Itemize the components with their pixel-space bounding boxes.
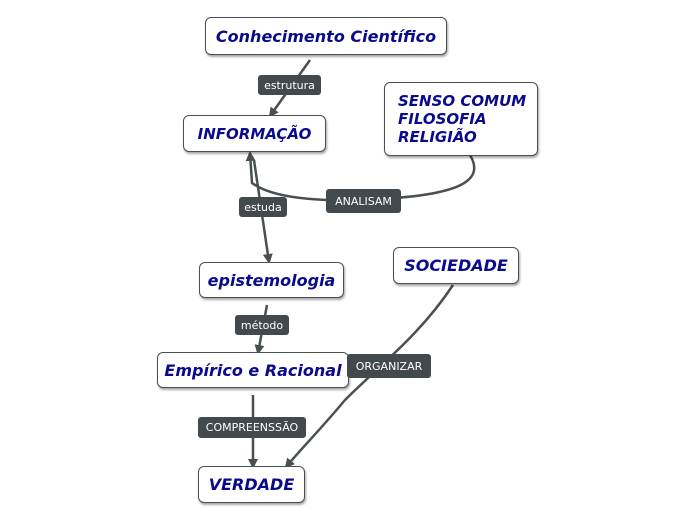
label-organizar: ORGANIZAR — [347, 354, 431, 378]
label-estuda: estuda — [239, 197, 287, 217]
node-epistemologia[interactable]: epistemologia — [199, 262, 344, 298]
node-informacao[interactable]: INFORMAÇÃO — [183, 115, 326, 152]
node-empirico-e-racional[interactable]: Empírico e Racional — [157, 352, 349, 388]
label-estrutura: estrutura — [258, 75, 321, 95]
edge-organizar — [284, 284, 455, 469]
label-compreensao: COMPREENSSÃO — [198, 417, 306, 438]
node-verdade[interactable]: VERDADE — [198, 466, 305, 503]
node-conhecimento-cientifico[interactable]: Conhecimento Científico — [205, 17, 447, 55]
node-sociedade[interactable]: SOCIEDADE — [393, 247, 519, 284]
label-metodo: método — [235, 315, 289, 335]
label-analisam: ANALISAM — [326, 189, 401, 213]
node-senso-comum-filosofia-religiao[interactable]: SENSO COMUM FILOSOFIA RELIGIÃO — [384, 82, 538, 156]
